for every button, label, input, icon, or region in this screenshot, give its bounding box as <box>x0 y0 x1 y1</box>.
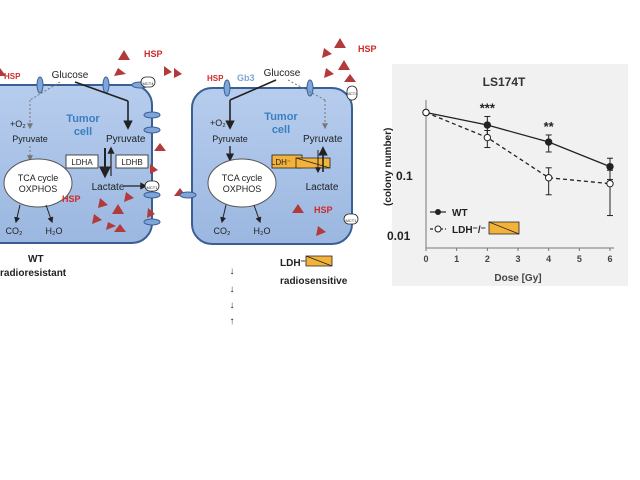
legend-wt-label: WT <box>452 208 468 219</box>
chart-legend: WT LDH⁻/⁻ <box>430 208 520 236</box>
y-tick-label-0.01: 0.01 <box>387 229 411 243</box>
ldhb-label: LDHB <box>121 158 142 167</box>
legend-ldh-label: LDH⁻/⁻ <box>452 225 486 236</box>
wt-hsp-label-top: HSP <box>144 49 163 59</box>
x-tick-label-4: 4 <box>546 254 551 264</box>
ldh-cell-diagram: HSP Gb3 Glucose HSP Tumor cell +O₂ Pyruv… <box>174 38 377 327</box>
ldh-caption-label: radiosensitive <box>280 276 348 287</box>
x-tick-labels: 0 1 2 3 4 5 6 <box>423 248 613 264</box>
gb3-label: Gb3 <box>237 73 255 83</box>
svg-text:MCT1: MCT1 <box>346 218 358 223</box>
series-line-wt <box>425 111 611 168</box>
ldhb-box <box>115 154 149 169</box>
wt-dashed-branch <box>29 81 61 101</box>
ldh-hsp-triangles <box>174 38 356 236</box>
change-arrow-1: ↓ <box>230 266 235 277</box>
chart-background <box>392 64 628 286</box>
wt-o2-label: +O₂ <box>10 119 26 129</box>
wt-glucose-entry-arrow <box>74 81 129 102</box>
series-line-ldh <box>425 111 611 185</box>
significance-marker: ** <box>544 119 555 134</box>
significance-marker: *** <box>480 100 496 115</box>
ldh-tca-line1: TCA cycle <box>222 173 263 183</box>
ldh-co2-label: CO₂ <box>214 226 232 236</box>
ldh-glucose-label: Glucose <box>264 68 301 79</box>
chart-x-axis-label: Dose [Gy] <box>494 273 541 284</box>
svg-text:MCT1: MCT1 <box>147 185 159 190</box>
ldh-caption-title: LDH⁻ <box>280 258 306 269</box>
wt-caption-title: WT <box>28 254 44 265</box>
ldh-tca-circle <box>207 158 277 208</box>
wt-cell-label: cell <box>74 126 92 138</box>
chart-y-axis-label: (colony number) <box>383 128 394 206</box>
wt-caption-label: radioresistant <box>0 268 67 279</box>
wt-hsp-triangles <box>0 50 186 232</box>
ldh-membrane-receptors <box>179 79 314 199</box>
svg-text:MCT4: MCT4 <box>143 81 155 86</box>
ldh-tumor-label: Tumor <box>264 111 298 123</box>
ldha-label: LDHA <box>71 158 93 167</box>
wt-glucose-label: Glucose <box>52 70 89 81</box>
chart-title: LS174T <box>483 75 526 89</box>
data-point-ldh <box>544 174 553 182</box>
data-point-wt <box>483 121 492 129</box>
ldh-hsp-label-inside: HSP <box>314 205 333 215</box>
ldh-pyruvate-left: Pyruvate <box>212 134 248 144</box>
wt-hsp-label-left: HSP <box>4 72 21 81</box>
knockout-mark <box>295 157 331 169</box>
wt-mct4-transporter: MCT4 <box>140 76 156 88</box>
x-tick-label-5: 5 <box>577 254 582 264</box>
wt-mct1-transporter: MCT1 <box>144 180 160 192</box>
wt-pyruvate-left: Pyruvate <box>12 134 48 144</box>
wt-pyruvate-right: Pyruvate <box>106 134 146 145</box>
change-arrow-3: ↓ <box>230 300 235 311</box>
wt-cell-diagram: Glucose Tumor cell +O₂ Pyruvate Pyruvate… <box>0 49 186 279</box>
x-tick-label-2: 2 <box>485 254 490 264</box>
ldha-box <box>65 154 99 169</box>
wt-h2o-label: H₂O <box>46 226 63 236</box>
legend-ldh-marker <box>434 225 442 233</box>
data-point-ldh <box>483 133 492 142</box>
ldh-mct4-transporter: MCT4 <box>347 85 359 101</box>
data-point-ldh <box>422 108 430 117</box>
wt-hsp-label-inside: HSP <box>62 194 81 204</box>
ldh-h2o-label: H₂O <box>254 226 271 236</box>
legend-knockout-mark <box>488 221 520 235</box>
x-tick-label-3: 3 <box>515 254 520 264</box>
ldh-box-label: LDH⁻ <box>271 158 291 167</box>
wt-tca-line2: OXPHOS <box>19 184 58 194</box>
legend-wt-marker <box>435 209 441 215</box>
wt-tca-circle <box>3 158 73 208</box>
ldh-hsp-label-top: HSP <box>358 44 377 54</box>
wt-lactate-label: Lactate <box>92 182 125 193</box>
ldh-lactate-label: Lactate <box>306 182 339 193</box>
ldh-cell-label: cell <box>272 124 290 136</box>
wt-tumor-label: Tumor <box>66 113 100 125</box>
x-tick-label-1: 1 <box>454 254 459 264</box>
x-tick-label-6: 6 <box>607 254 612 264</box>
change-arrow-2: ↓ <box>230 284 235 295</box>
wt-co2-label: CO₂ <box>6 226 24 236</box>
x-tick-label-0: 0 <box>423 254 428 264</box>
plot-area: ***** <box>422 100 614 217</box>
caption-knockout-mark <box>305 255 333 267</box>
ldh-tca-line2: OXPHOS <box>223 184 262 194</box>
svg-text:MCT4: MCT4 <box>347 91 359 96</box>
data-point-ldh <box>606 179 614 188</box>
ldh-pyruvate-right: Pyruvate <box>303 134 343 145</box>
ldh-o2-label: +O₂ <box>210 118 226 128</box>
data-point-wt <box>606 162 614 171</box>
ldh-hsp-label-left: HSP <box>207 74 224 83</box>
y-tick-label-0.1: 0.1 <box>396 169 413 183</box>
ldh-mct1-transporter: MCT1 <box>343 213 359 225</box>
change-arrow-4: ↑ <box>230 316 235 327</box>
data-point-wt <box>544 138 553 146</box>
wt-tca-line1: TCA cycle <box>18 173 59 183</box>
